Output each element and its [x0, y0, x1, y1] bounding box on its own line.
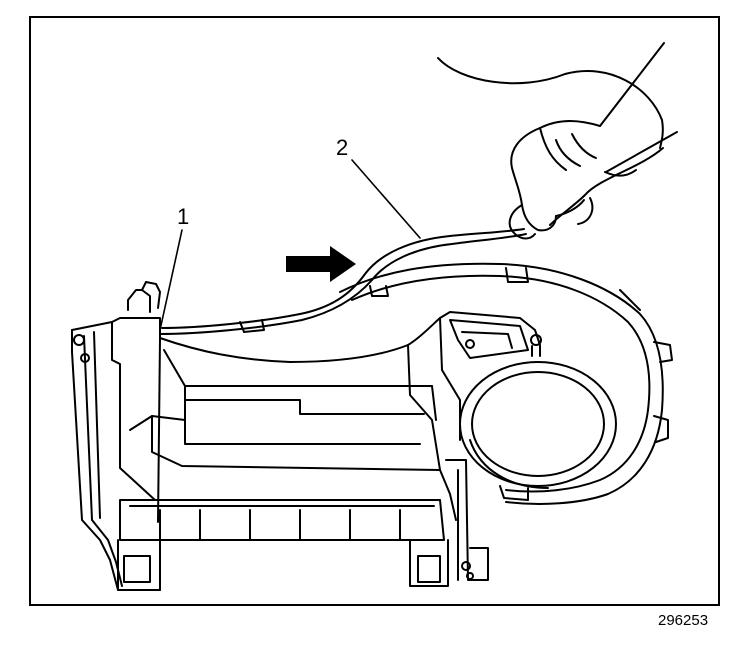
seal-strip — [159, 228, 527, 335]
leader-lines — [159, 159, 421, 331]
figure-frame — [29, 16, 720, 606]
callout-label: 1 — [177, 204, 189, 229]
figure-number: 296253 — [658, 612, 709, 629]
leader-line-1 — [159, 229, 183, 331]
heater-case — [71, 262, 673, 591]
leader-line-2 — [351, 159, 421, 239]
blower-opening — [459, 361, 617, 487]
hand-illustration — [437, 42, 678, 240]
callout-label: 2 — [336, 135, 348, 160]
direction-arrow-icon — [286, 246, 356, 282]
